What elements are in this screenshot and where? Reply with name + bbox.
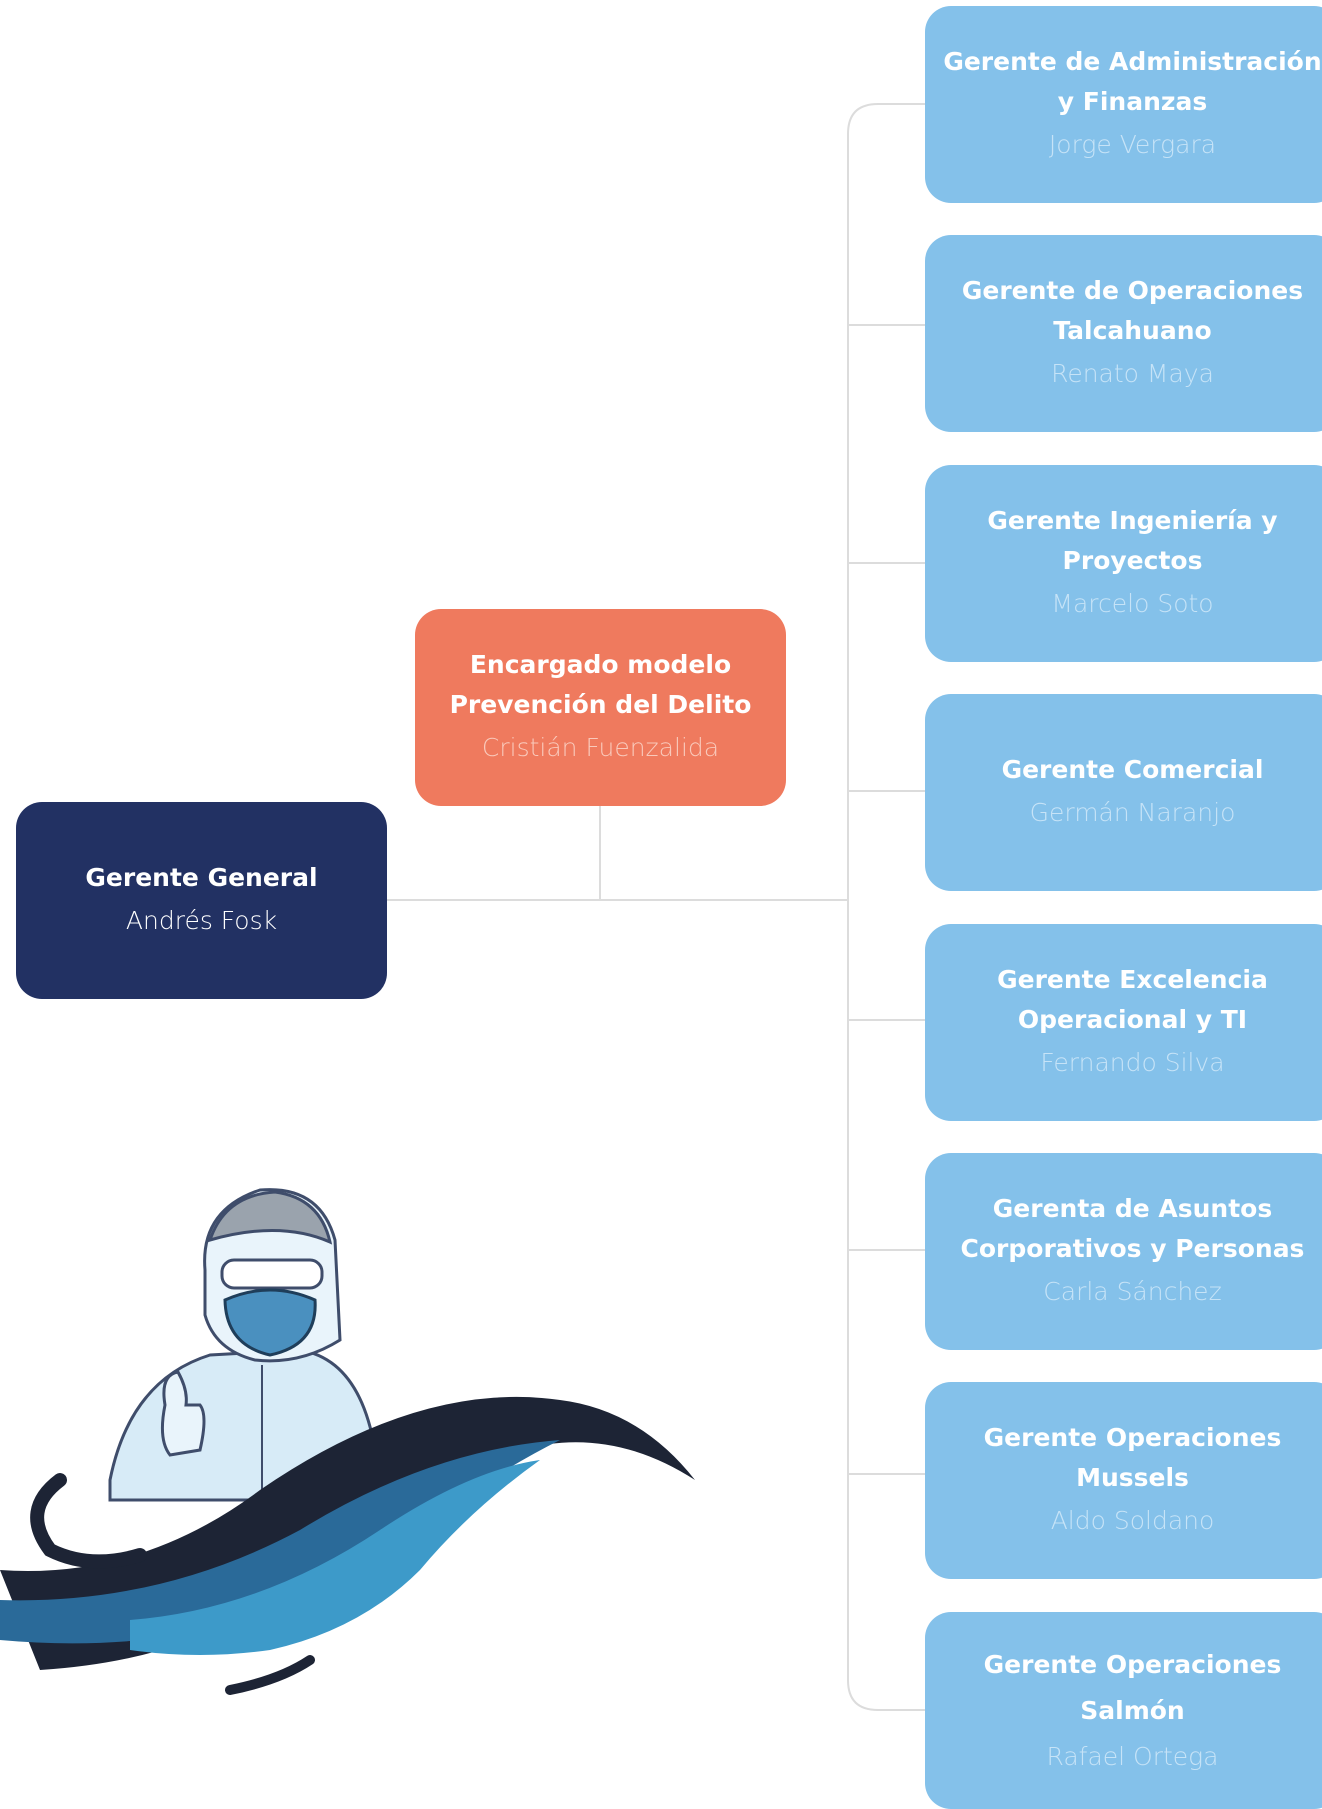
node-person-name: Fernando Silva bbox=[1040, 1040, 1224, 1086]
node-title: Encargado modelo Prevención del Delito bbox=[427, 645, 774, 725]
node-general-manager: Gerente General Andrés Fosk bbox=[16, 802, 387, 999]
node-manager-operations-talcahuano: Gerente de Operaciones Talcahuano Renato… bbox=[925, 235, 1322, 432]
node-person-name: Jorge Vergara bbox=[1049, 122, 1216, 168]
node-person-name: Carla Sánchez bbox=[1043, 1269, 1221, 1315]
node-title: Gerente de Administración y Finanzas bbox=[943, 42, 1322, 122]
node-person-name: Rafael Ortega bbox=[1047, 1734, 1219, 1780]
node-manager-corporate-affairs-people: Gerenta de Asuntos Corporativos y Person… bbox=[925, 1153, 1322, 1350]
node-title: Gerente Excelencia Operacional y TI bbox=[943, 960, 1322, 1040]
node-title: Gerente Operaciones Salmón bbox=[943, 1642, 1322, 1734]
node-person-name: Renato Maya bbox=[1051, 351, 1214, 397]
node-person-name: Cristián Fuenzalida bbox=[482, 725, 719, 771]
worker-in-protective-suit-with-wave-icon bbox=[0, 1150, 720, 1710]
node-prevention-officer: Encargado modelo Prevención del Delito C… bbox=[415, 609, 786, 806]
node-title: Gerenta de Asuntos Corporativos y Person… bbox=[943, 1189, 1322, 1269]
node-manager-operational-excellence-it: Gerente Excelencia Operacional y TI Fern… bbox=[925, 924, 1322, 1121]
node-person-name: Aldo Soldano bbox=[1051, 1498, 1215, 1544]
node-manager-operations-mussels: Gerente Operaciones Mussels Aldo Soldano bbox=[925, 1382, 1322, 1579]
node-person-name: Andrés Fosk bbox=[126, 898, 277, 944]
node-title: Gerente Operaciones Mussels bbox=[943, 1418, 1322, 1498]
node-manager-commercial: Gerente Comercial Germán Naranjo bbox=[925, 694, 1322, 891]
node-manager-operations-salmon: Gerente Operaciones Salmón Rafael Ortega bbox=[925, 1612, 1322, 1809]
node-title: Gerente de Operaciones Talcahuano bbox=[943, 271, 1322, 351]
node-manager-engineering-projects: Gerente Ingeniería y Proyectos Marcelo S… bbox=[925, 465, 1322, 662]
node-title: Gerente General bbox=[85, 858, 317, 898]
node-manager-admin-finance: Gerente de Administración y Finanzas Jor… bbox=[925, 6, 1322, 203]
connector-trunk bbox=[848, 104, 925, 1710]
node-title: Gerente Comercial bbox=[1002, 750, 1264, 790]
node-person-name: Germán Naranjo bbox=[1030, 790, 1236, 836]
node-person-name: Marcelo Soto bbox=[1051, 581, 1213, 627]
node-title: Gerente Ingeniería y Proyectos bbox=[943, 501, 1322, 581]
